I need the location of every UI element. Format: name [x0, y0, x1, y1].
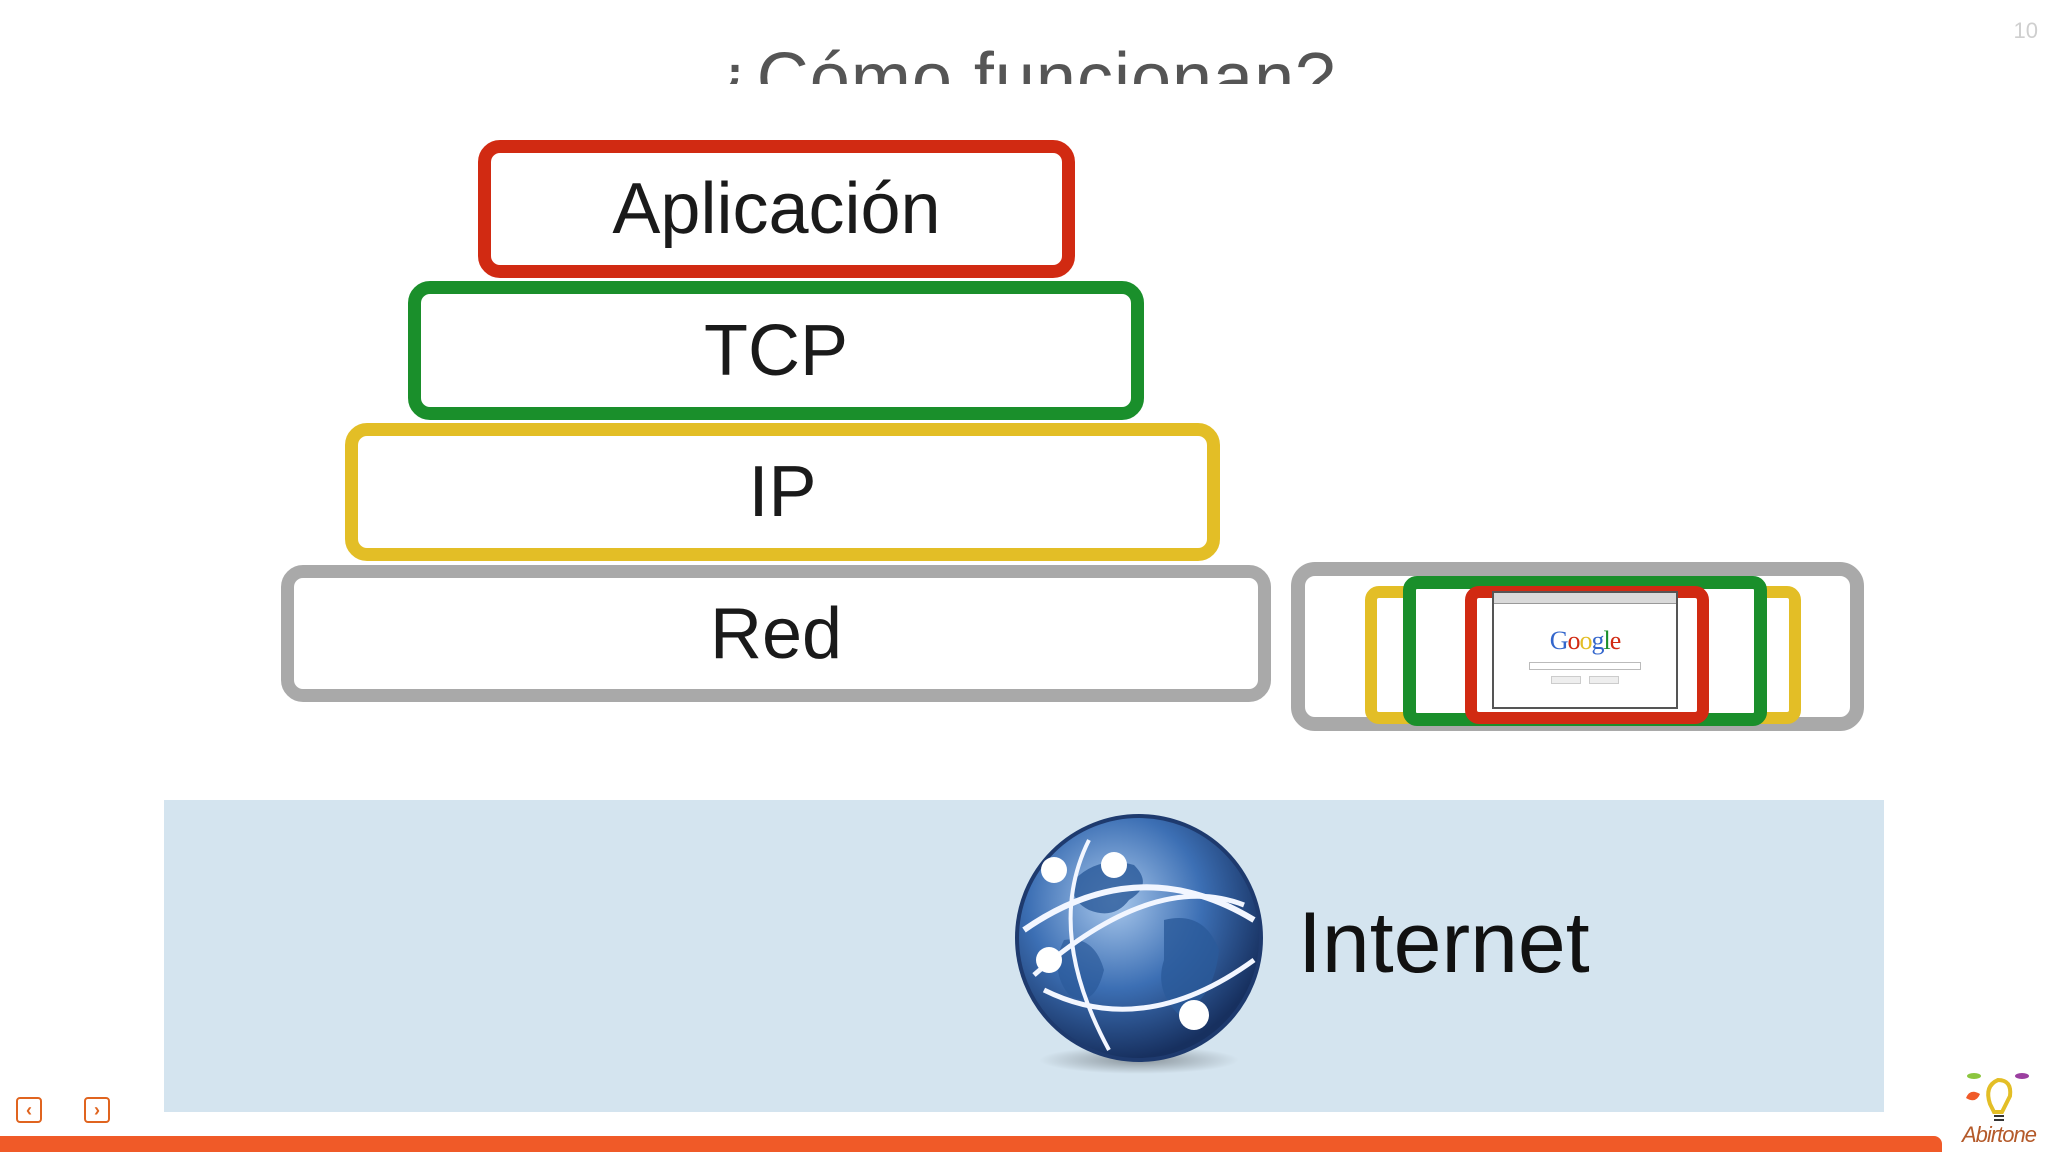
layer-tcp-label: TCP	[704, 310, 848, 391]
layer-application-label: Aplicación	[612, 169, 941, 249]
browser-search-box	[1529, 662, 1641, 670]
title-area: ¿Cómo funcionan?	[0, 0, 2048, 84]
brand-name: Abirtone	[1962, 1122, 2037, 1147]
footer-bar	[0, 1136, 1942, 1152]
previous-slide-button[interactable]: ‹	[16, 1097, 42, 1123]
browser-toolbar	[1494, 593, 1676, 604]
layer-tcp: TCP	[408, 281, 1144, 420]
abirtone-logo-icon	[1966, 1073, 2029, 1121]
browser-thumbnail: Google	[1492, 591, 1678, 709]
globe-icon	[1015, 814, 1263, 1074]
layer-ip: IP	[345, 423, 1220, 561]
layer-network-label: Red	[709, 593, 843, 674]
internet-panel: Internet	[164, 800, 1884, 1112]
layer-network: Red	[281, 565, 1271, 702]
encapsulated-packet: Google	[1291, 562, 1864, 731]
browser-buttons	[1494, 676, 1676, 684]
internet-label: Internet	[1298, 895, 1590, 991]
layer-application: Aplicación	[478, 140, 1075, 278]
slide-title: ¿Cómo funcionan?	[711, 39, 1337, 84]
google-logo: Google	[1549, 626, 1622, 655]
layer-ip-label: IP	[748, 452, 817, 532]
next-slide-button[interactable]: ›	[84, 1097, 110, 1123]
page-number: 10	[2013, 18, 2038, 43]
